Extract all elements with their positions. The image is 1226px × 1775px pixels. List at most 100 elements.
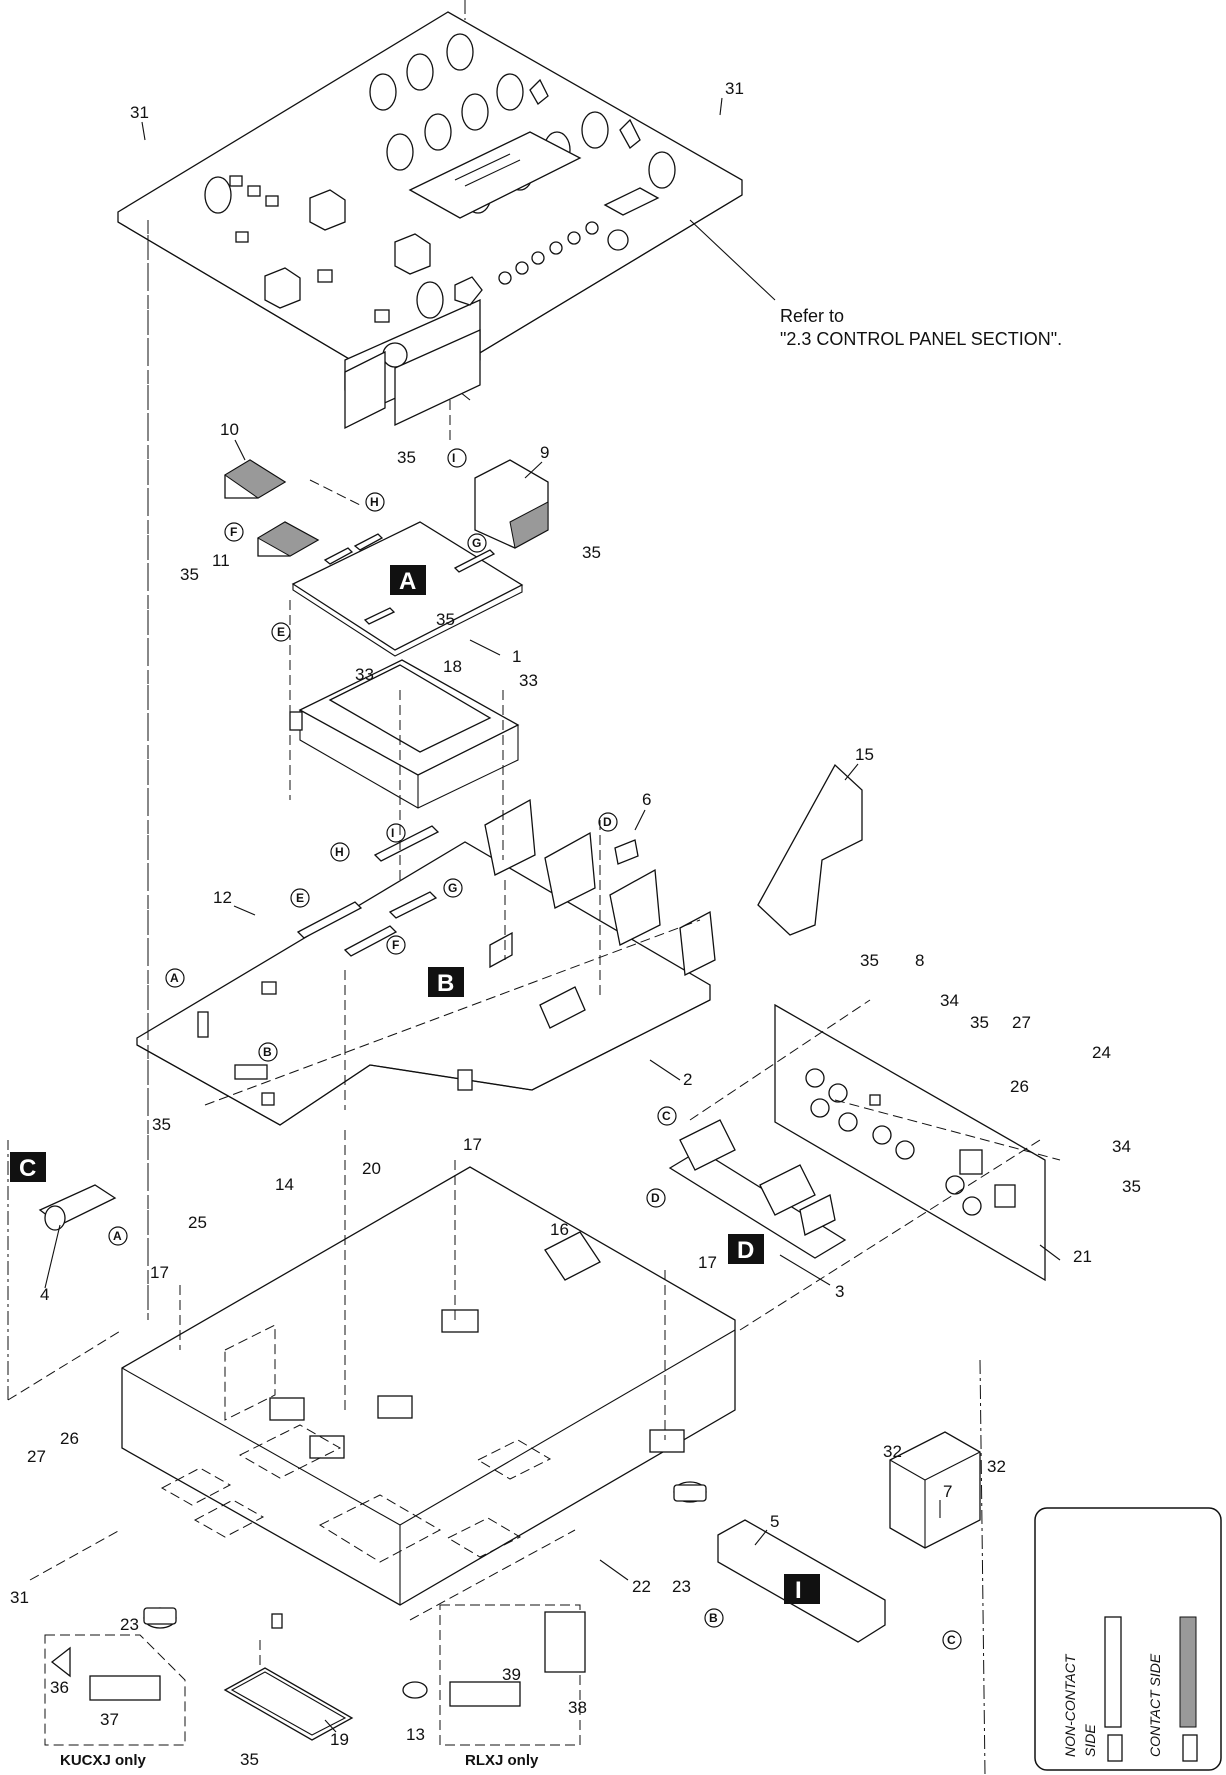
part-label-3: 3 xyxy=(835,1282,844,1301)
part-label-35d: 35 xyxy=(436,610,455,629)
part-label-31a: 31 xyxy=(130,103,149,122)
bracket-15 xyxy=(757,763,863,936)
part-label-32b: 32 xyxy=(987,1457,1006,1476)
board-label-d: D xyxy=(737,1237,754,1264)
cover-19 xyxy=(223,1667,354,1741)
part-label-35h: 35 xyxy=(1122,1177,1141,1196)
marker-d-mid: D xyxy=(603,815,612,829)
marker-h-mid: H xyxy=(335,845,344,859)
part-label-4: 4 xyxy=(40,1285,49,1304)
part-label-26b: 26 xyxy=(60,1429,79,1448)
part-label-24: 24 xyxy=(1092,1043,1111,1062)
marker-e-top: E xyxy=(277,625,285,639)
part-label-8: 8 xyxy=(915,951,924,970)
part-label-22: 22 xyxy=(632,1577,651,1596)
part-label-35i: 35 xyxy=(240,1750,259,1769)
part-label-34a: 34 xyxy=(940,991,959,1010)
part-label-32a: 32 xyxy=(883,1442,902,1461)
marker-b-low: B xyxy=(709,1611,718,1625)
reference-note-line2: "2.3 CONTROL PANEL SECTION". xyxy=(780,329,1062,349)
board-label-i: I xyxy=(795,1577,802,1604)
board-a: A xyxy=(291,521,524,657)
marker-f-top: F xyxy=(230,525,237,539)
part-label-12: 12 xyxy=(213,888,232,907)
marker-b-mid: B xyxy=(263,1045,272,1059)
ribbon-cables xyxy=(224,328,549,557)
control-panel xyxy=(117,11,743,406)
marker-g-mid: G xyxy=(448,881,457,895)
part-label-35b: 35 xyxy=(180,565,199,584)
part-label-9: 9 xyxy=(540,443,549,462)
board-i: I xyxy=(717,1519,886,1643)
part-label-20: 20 xyxy=(362,1159,381,1178)
marker-a-mid: A xyxy=(170,971,179,985)
part-label-33a: 33 xyxy=(355,665,374,684)
part-label-15: 15 xyxy=(855,745,874,764)
part-label-7: 7 xyxy=(943,1482,952,1501)
transformer-7 xyxy=(889,1431,981,1549)
board-label-c: C xyxy=(19,1155,36,1182)
chassis-bracket-18 xyxy=(289,659,520,809)
part-label-23a: 23 xyxy=(672,1577,691,1596)
marker-d-low: D xyxy=(651,1191,660,1205)
part-label-5: 5 xyxy=(770,1512,779,1531)
kucxj-only-note: KUCXJ only xyxy=(60,1752,147,1769)
part-label-31c: 31 xyxy=(10,1588,29,1607)
part-label-13: 13 xyxy=(406,1725,425,1744)
part-label-36: 36 xyxy=(50,1678,69,1697)
part-label-16: 16 xyxy=(550,1220,569,1239)
part-label-35e: 35 xyxy=(860,951,879,970)
legend-non-contact-1: NON-CONTACT xyxy=(1062,1653,1078,1757)
rlxj-only-note: RLXJ only xyxy=(465,1752,539,1769)
part-label-35f: 35 xyxy=(970,1013,989,1032)
assembly-guide-lines xyxy=(7,220,1061,1670)
marker-e-mid: E xyxy=(296,891,304,905)
part-label-27a: 27 xyxy=(1012,1013,1031,1032)
part-label-19: 19 xyxy=(330,1730,349,1749)
marker-i-mid: I xyxy=(391,826,394,840)
marker-g-top: G xyxy=(472,536,481,550)
part-label-35g: 35 xyxy=(152,1115,171,1134)
part-label-35a: 35 xyxy=(397,448,416,467)
part-label-21: 21 xyxy=(1073,1247,1092,1266)
part-label-25: 25 xyxy=(188,1213,207,1232)
board-c: C xyxy=(10,1152,117,1231)
part-label-17a: 17 xyxy=(463,1135,482,1154)
bottom-chassis-22 xyxy=(121,1166,736,1699)
marker-a-low: A xyxy=(113,1229,122,1243)
part-label-26a: 26 xyxy=(1010,1077,1029,1096)
marker-c-low: C xyxy=(947,1633,956,1647)
part-label-23b: 23 xyxy=(120,1615,139,1634)
part-label-35c: 35 xyxy=(582,543,601,562)
marker-i-top: I xyxy=(452,451,455,465)
part-label-17b: 17 xyxy=(150,1263,169,1282)
part-label-37: 37 xyxy=(100,1710,119,1729)
part-label-17c: 17 xyxy=(698,1253,717,1272)
board-d: D xyxy=(668,1119,847,1264)
part-label-33b: 33 xyxy=(519,671,538,690)
part-label-39: 39 xyxy=(502,1665,521,1684)
connector-markers: I H F G E I D H E G F A B C A D B C xyxy=(108,448,962,1650)
marker-f-mid: F xyxy=(392,938,399,952)
leader-lines xyxy=(44,97,1061,1733)
reference-note-line1: Refer to xyxy=(780,306,844,326)
legend-contact-side: CONTACT SIDE xyxy=(1147,1653,1163,1757)
marker-h-top: H xyxy=(370,495,379,509)
part-label-1: 1 xyxy=(512,647,521,666)
part-label-38: 38 xyxy=(568,1698,587,1717)
marker-c-mid: C xyxy=(662,1109,671,1123)
part-label-27b: 27 xyxy=(27,1447,46,1466)
part-label-14: 14 xyxy=(275,1175,294,1194)
part-label-34b: 34 xyxy=(1112,1137,1131,1156)
legend-non-contact-2: SIDE xyxy=(1082,1724,1098,1757)
part-label-2: 2 xyxy=(683,1070,692,1089)
part-number-labels: 31 31 10 9 35 11 35 35 35 1 33 33 18 15 … xyxy=(10,79,1141,1769)
part-label-10: 10 xyxy=(220,420,239,439)
part-label-11: 11 xyxy=(212,551,230,570)
board-b: B xyxy=(136,798,716,1126)
part-label-31b: 31 xyxy=(725,79,744,98)
part-label-6: 6 xyxy=(642,790,651,809)
board-label-a: A xyxy=(399,568,416,595)
legend-box: NON-CONTACT SIDE CONTACT SIDE xyxy=(1034,1507,1222,1771)
